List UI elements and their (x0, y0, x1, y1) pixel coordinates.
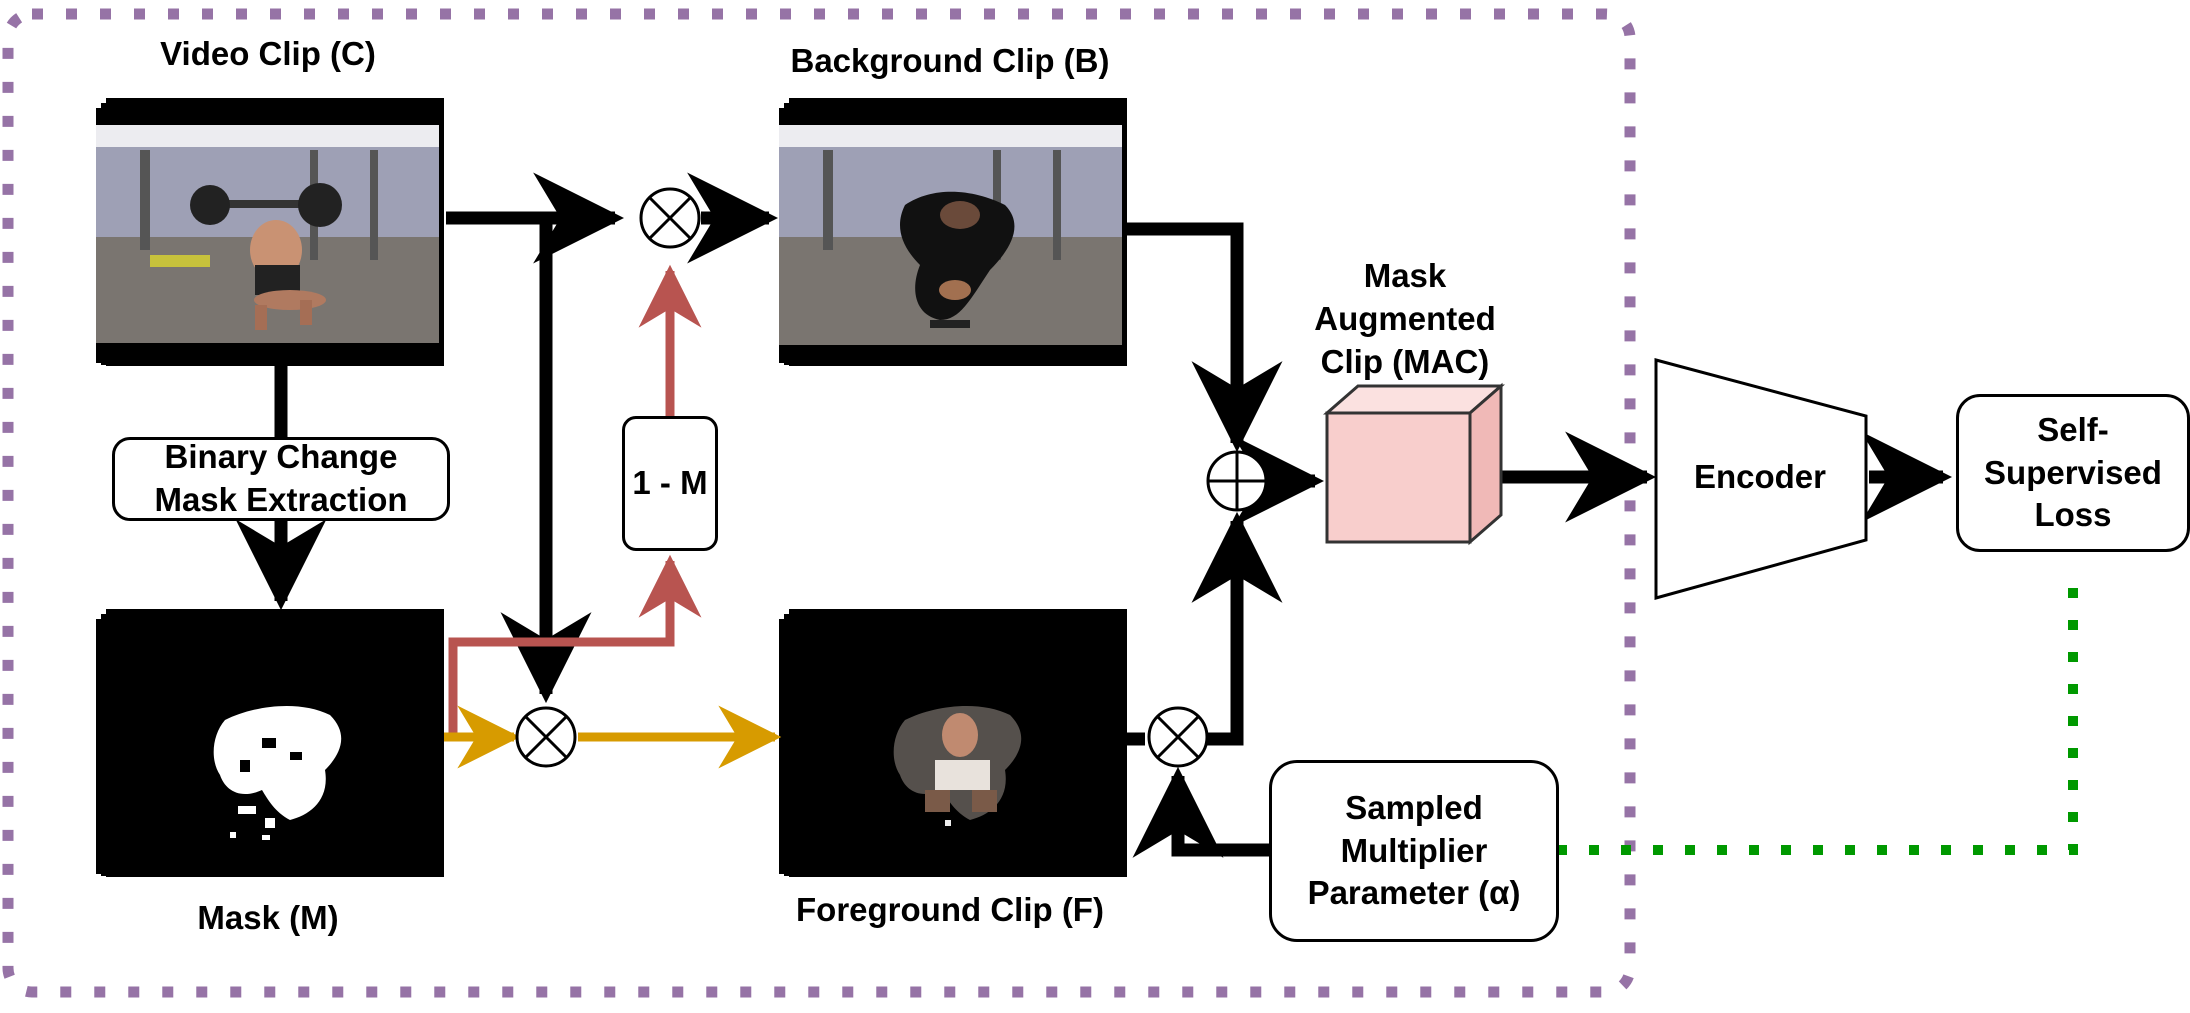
arrow-multiply-to-add (1191, 511, 1283, 746)
sampled-line-1: Sampled (1345, 788, 1483, 826)
mac-label-line-3: Clip (MAC) (1320, 342, 1490, 380)
sampled-line-3: Parameter (α) (1307, 874, 1521, 912)
encoder-label: Encoder (1693, 458, 1827, 495)
mac-cube (1322, 382, 1506, 546)
loss-line-2: Supervised (1984, 453, 2162, 491)
mask-frames (96, 609, 444, 877)
self-supervised-loss-box: Self- Supervised Loss (1956, 394, 2190, 552)
multiply-operator-mask (515, 706, 577, 768)
one-minus-m-box: 1 - M (622, 416, 718, 551)
black-connectors (235, 172, 1953, 858)
one-minus-m-label: 1 - M (632, 464, 708, 502)
binary-change-line-2: Mask Extraction (154, 481, 408, 518)
foreground-clip-label: Foreground Clip (F) (796, 891, 1104, 928)
foreground-clip-image (893, 705, 1022, 826)
video-clip-frames (96, 98, 444, 366)
encoder-trapezoid (1654, 358, 1868, 600)
arrow-background-to-add (1125, 222, 1283, 453)
mac-label-line-1: Mask (1363, 257, 1447, 294)
mac-label-line-2: Augmented (1314, 299, 1496, 337)
multiply-operator-top (639, 187, 701, 249)
mac-label: Mask Augmented Clip (MAC) (1265, 255, 1545, 384)
foreground-clip-frames (779, 609, 1127, 877)
mask-label: Mask (M) (197, 899, 339, 936)
video-clip-label: Video Clip (C) (160, 35, 376, 72)
background-clip-image (779, 125, 1122, 345)
arrow-mask-to-one-minus-m (448, 554, 702, 734)
background-clip-label: Background Clip (B) (790, 42, 1110, 79)
sampled-line-2: Multiplier (1340, 831, 1488, 869)
binary-change-line-1: Binary Change (164, 438, 398, 476)
green-dotted-feedback (1557, 586, 2078, 855)
mask-image (213, 705, 342, 840)
video-clip-image (96, 125, 439, 343)
arrow-alpha-to-multiply (1132, 766, 1269, 858)
loss-line-1: Self- (2037, 410, 2109, 448)
loss-line-3: Loss (2034, 496, 2112, 534)
multiply-operator-foreground (1147, 706, 1209, 768)
binary-change-mask-extraction-box: Binary Change Mask Extraction (112, 437, 450, 521)
red-connectors (448, 264, 702, 734)
sampled-multiplier-box: Sampled Multiplier Parameter (α) (1269, 760, 1559, 942)
background-clip-frames (779, 98, 1127, 366)
add-operator (1206, 450, 1268, 512)
